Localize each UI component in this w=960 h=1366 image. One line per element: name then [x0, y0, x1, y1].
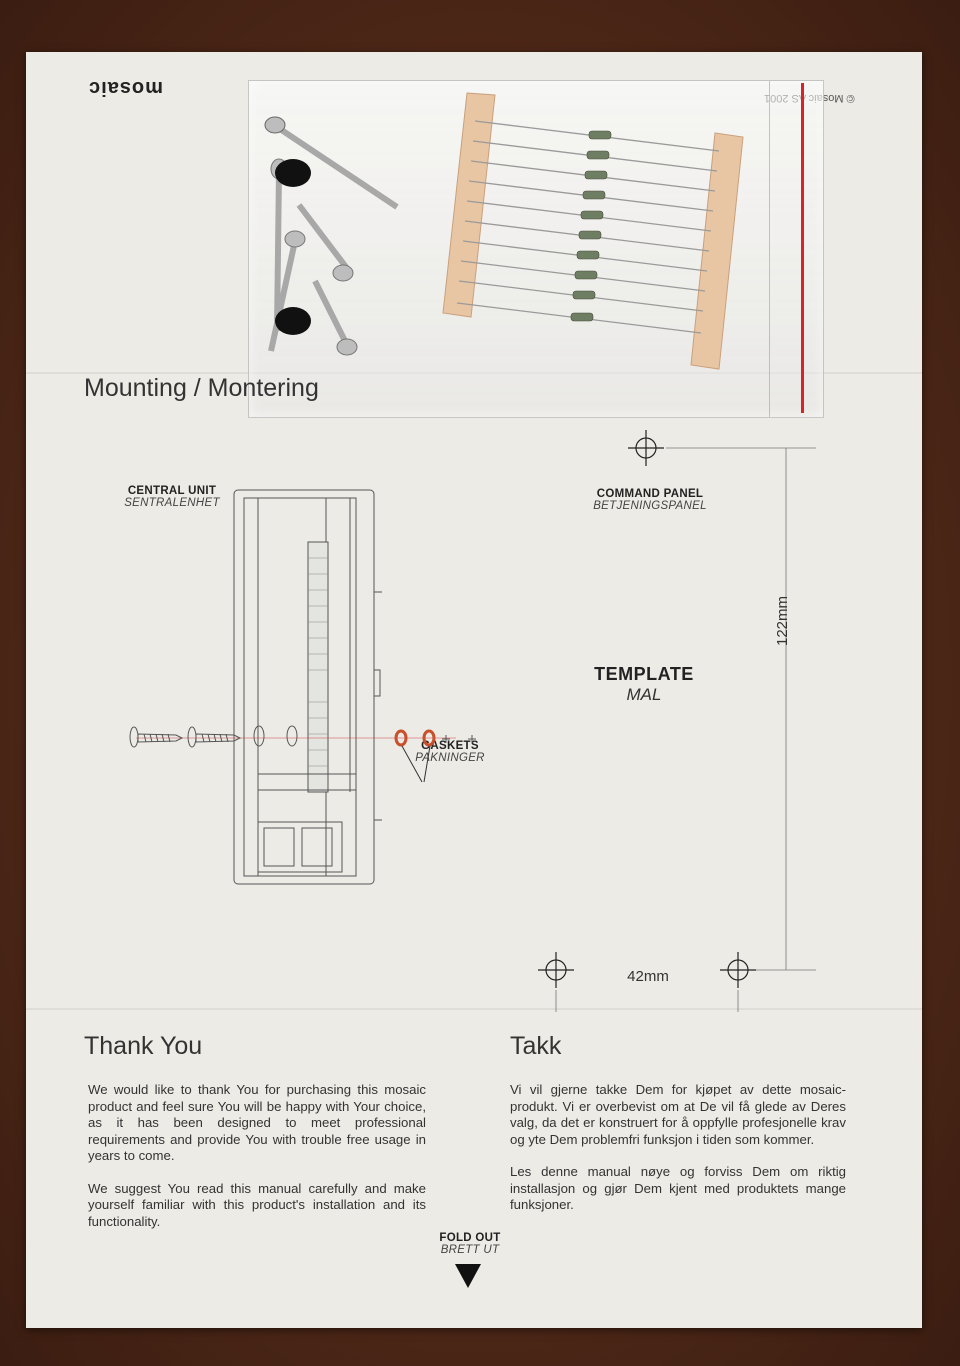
screw-icon — [264, 116, 399, 210]
central-unit-no-text: SENTRALENHET — [124, 497, 220, 509]
mounting-title: Mounting / Montering — [84, 374, 319, 402]
thank-you-paragraph-2: We suggest You read this manual carefull… — [88, 1180, 426, 1229]
takk-paragraph-2: Les denne manual nøye og forviss Dem om … — [510, 1164, 846, 1212]
screw-icon — [187, 726, 242, 748]
bag-seal — [801, 83, 804, 413]
screw-icon — [129, 726, 184, 748]
bag-edge — [769, 81, 770, 417]
template-no-text: MAL — [626, 685, 662, 704]
screw-icon — [268, 230, 306, 352]
template-label: TEMPLATE MAL — [584, 664, 704, 705]
thank-you-paragraph-1: We would like to thank You for purchasin… — [88, 1082, 426, 1163]
fold-line — [26, 1008, 922, 1010]
screws-and-resistors-illustration — [264, 92, 744, 370]
resistor-icon — [570, 130, 612, 322]
washer-icon — [275, 159, 311, 187]
gaskets-text: GASKETS — [421, 740, 479, 752]
plus-mark-icon — [442, 735, 476, 743]
width-dimension: 42mm — [627, 968, 669, 985]
fold-out-label: FOLD OUT BRETT UT — [428, 1232, 512, 1256]
mounting-diagram — [129, 430, 816, 1012]
dimension-lines — [555, 447, 816, 1012]
terminal-block — [308, 557, 328, 767]
crosshair-icon — [628, 430, 664, 466]
screw-icon — [296, 203, 354, 282]
template-text: TEMPLATE — [594, 664, 694, 684]
gaskets-no-text: PAKNINGER — [415, 752, 485, 764]
central-unit-text: CENTRAL UNIT — [127, 485, 217, 497]
gaskets-label: GASKETS PAKNINGER — [404, 740, 496, 764]
gasket-pointer — [401, 745, 431, 783]
central-unit-label: CENTRAL UNIT SENTRALENHET — [118, 485, 226, 509]
mosaic-logo: mosaic — [88, 77, 163, 99]
fold-out-no-text: BRETT UT — [440, 1244, 500, 1256]
fold-arrow-icon — [455, 1264, 481, 1288]
takk-body: Vi vil gjerne takke Dem for kjøpet av de… — [510, 1082, 846, 1214]
gasket-icon — [394, 729, 436, 747]
fold-out-text: FOLD OUT — [439, 1232, 501, 1244]
height-dimension: 122mm — [774, 595, 791, 646]
manual-sheet: mosaic © Mosaic AS 2001 — [26, 52, 922, 1328]
thank-you-title: Thank You — [84, 1032, 203, 1060]
resistor-strip — [442, 92, 744, 370]
central-unit-drawing — [233, 489, 382, 885]
crosshair-icon — [720, 952, 756, 988]
command-panel-text: COMMAND PANEL — [596, 488, 704, 500]
command-panel-no-text: BETJENINGSPANEL — [593, 500, 707, 512]
takk-title: Takk — [510, 1032, 562, 1060]
thank-you-body: We would like to thank You for purchasin… — [88, 1082, 426, 1230]
screw-icon — [312, 279, 358, 356]
crosshair-icon — [538, 952, 574, 988]
washer-icon — [275, 307, 311, 335]
takk-paragraph-1: Vi vil gjerne takke Dem for kjøpet av de… — [510, 1082, 846, 1147]
parts-bag — [248, 80, 824, 418]
command-panel-label: COMMAND PANEL BETJENINGSPANEL — [586, 488, 714, 512]
